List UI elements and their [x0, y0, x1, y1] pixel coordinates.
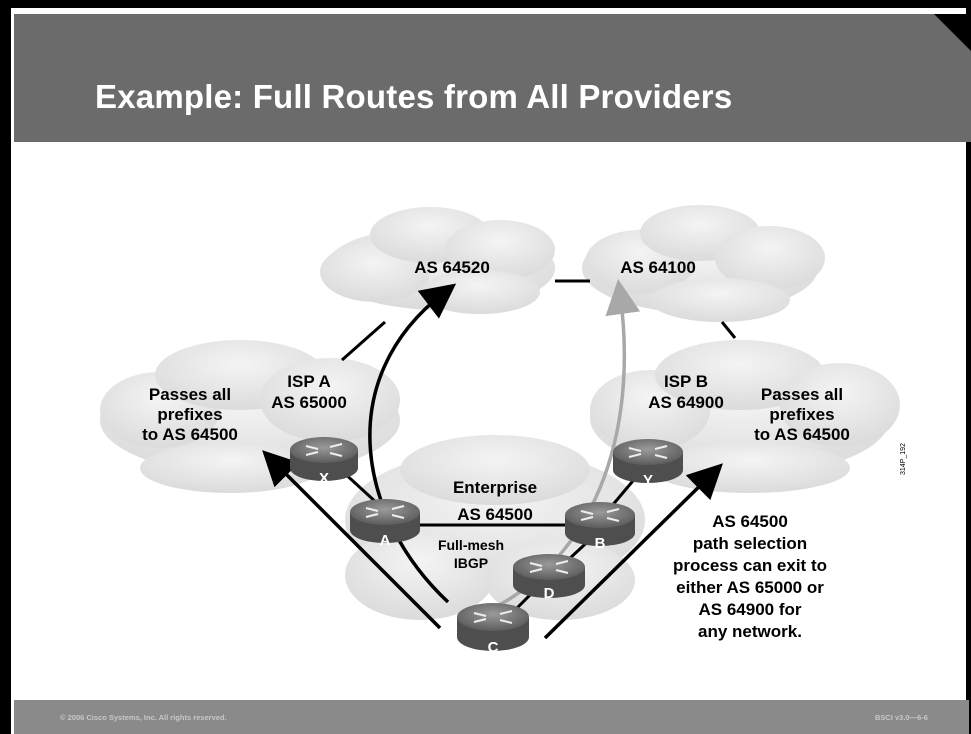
router-c-label: C — [488, 639, 499, 656]
router-d: D — [513, 554, 585, 602]
slide-frame-right — [966, 0, 971, 734]
path-note-line-3: process can exit to — [673, 556, 827, 575]
slide-frame-top — [0, 0, 971, 8]
as64100-label: AS 64100 — [620, 258, 696, 277]
copyright-text: © 2006 Cisco Systems, Inc. All rights re… — [60, 713, 227, 722]
ibgp-line-2: IBGP — [454, 555, 488, 571]
path-note-line-1: AS 64500 — [712, 512, 788, 531]
isp-b-as: AS 64900 — [648, 393, 724, 412]
router-x-label: X — [319, 470, 329, 487]
router-a: A — [350, 499, 420, 549]
left-note-line-1: Passes all — [149, 385, 231, 404]
right-note-line-3: to AS 64500 — [754, 425, 850, 444]
left-note-line-2: prefixes — [157, 405, 222, 424]
router-b: B — [565, 502, 635, 552]
slide-title: Example: Full Routes from All Providers — [95, 78, 733, 115]
path-note-line-2: path selection — [693, 534, 807, 553]
router-b-label: B — [595, 535, 606, 552]
cloud-as64520 — [320, 207, 555, 314]
router-y-label: Y — [643, 472, 653, 489]
link-as64100-ispb — [720, 321, 737, 339]
left-note-line-3: to AS 64500 — [142, 425, 238, 444]
right-note-line-2: prefixes — [769, 405, 834, 424]
router-d-label: D — [544, 585, 555, 602]
link-ispa-as64520 — [341, 320, 386, 362]
footer-bar — [14, 700, 969, 734]
right-note-line-1: Passes all — [761, 385, 843, 404]
as64520-label: AS 64520 — [414, 258, 490, 277]
path-arrow-c-to-ispa — [262, 450, 442, 630]
path-arrow-c-to-ispb — [543, 463, 723, 640]
corner-fold — [934, 14, 971, 52]
isp-b-name: ISP B — [664, 372, 708, 391]
ibgp-line-1: Full-mesh — [438, 537, 504, 553]
isp-a-as: AS 65000 — [271, 393, 347, 412]
course-page-id: BSCI v3.0—6-6 — [875, 713, 928, 722]
path-arrow-c-to-as64520 — [368, 283, 457, 604]
title-bar — [14, 14, 971, 142]
path-note-line-6: any network. — [698, 622, 802, 641]
router-a-label: A — [380, 532, 391, 549]
slide-frame-left — [0, 0, 11, 734]
isp-a-name: ISP A — [287, 372, 330, 391]
path-note-line-5: AS 64900 for — [699, 600, 802, 619]
path-note-line-4: either AS 65000 or — [676, 578, 824, 597]
cloud-as64100 — [582, 205, 825, 322]
figure-id: 314P_192 — [900, 443, 907, 475]
enterprise-as: AS 64500 — [457, 505, 533, 524]
router-x: X — [290, 437, 358, 487]
router-c: C — [457, 603, 529, 656]
router-y: Y — [613, 439, 683, 489]
enterprise-name: Enterprise — [453, 478, 537, 497]
